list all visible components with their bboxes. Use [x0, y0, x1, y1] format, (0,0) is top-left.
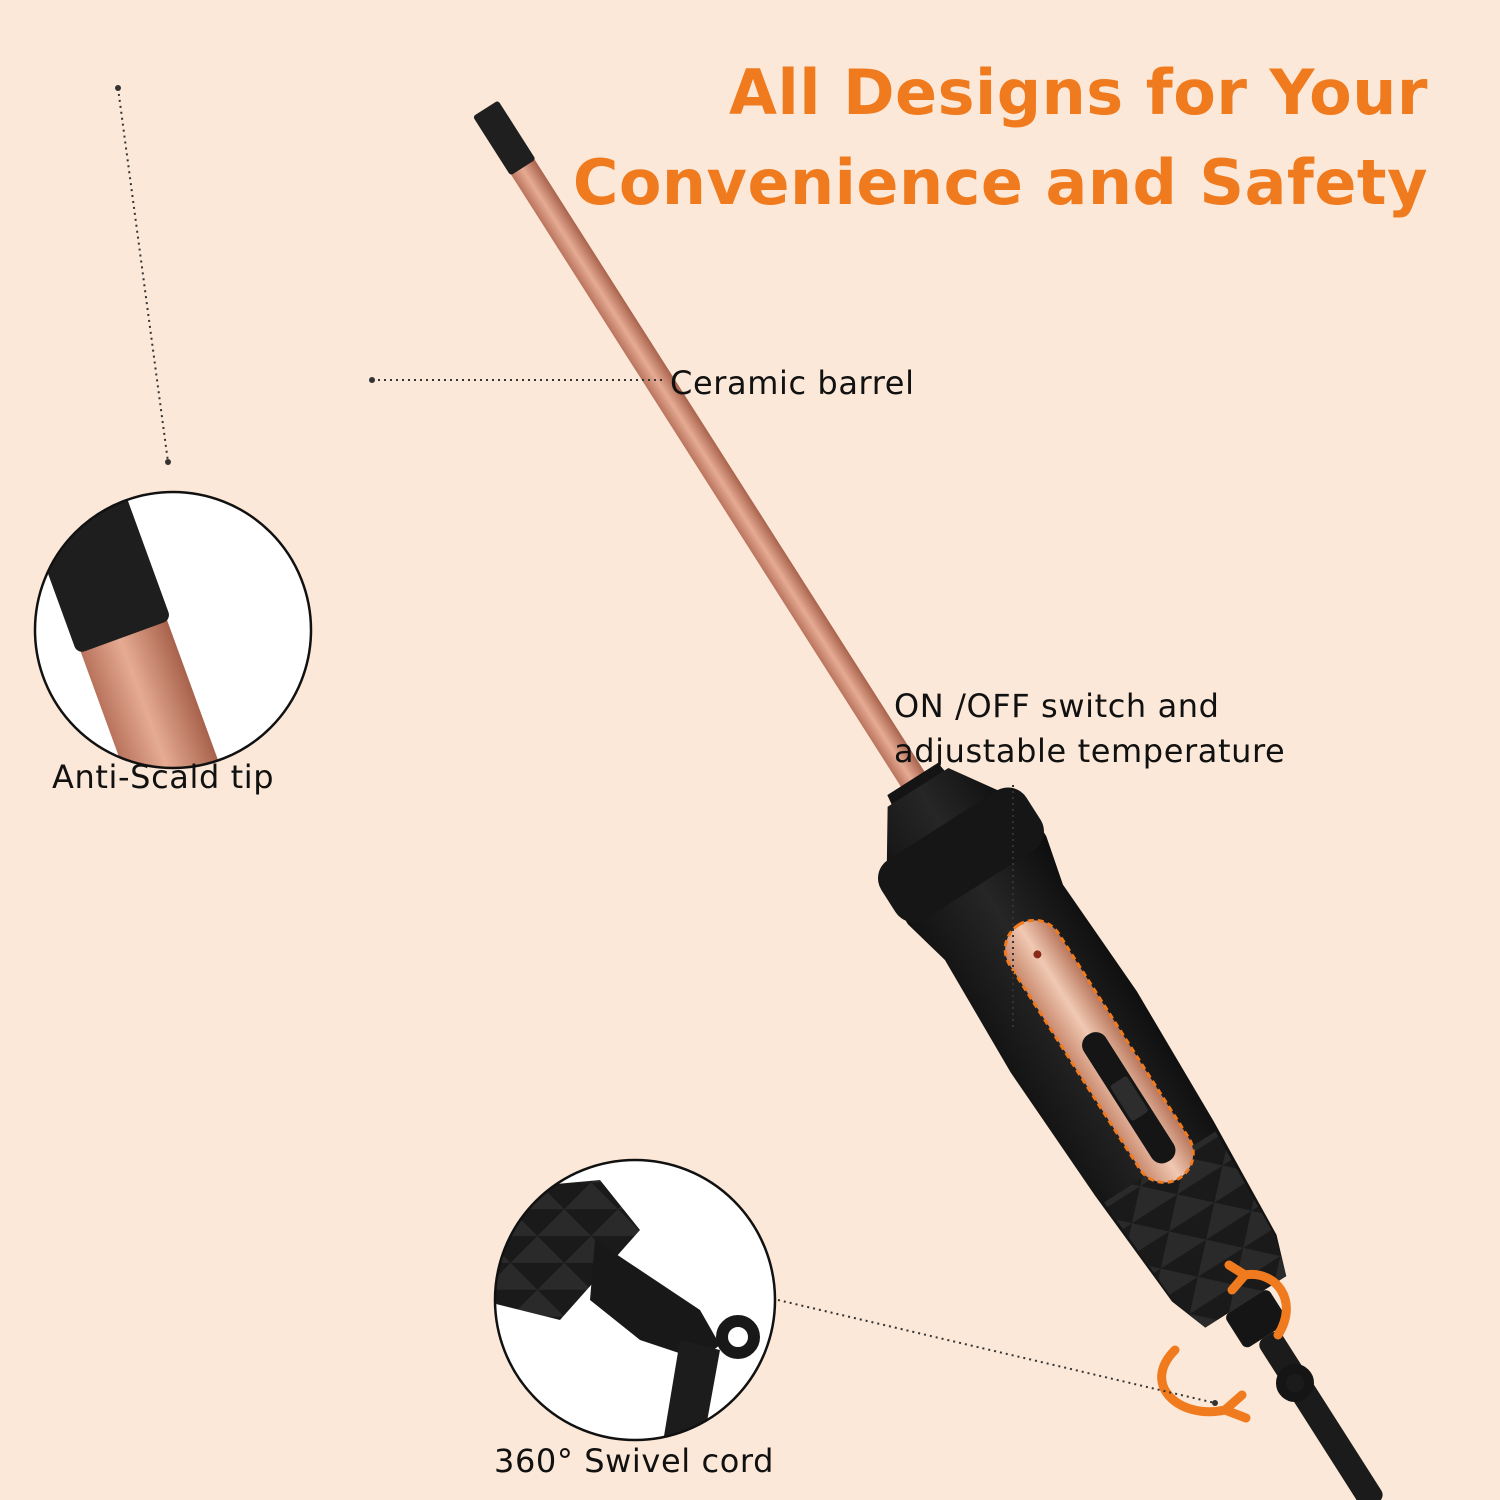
curling-wand — [473, 101, 1383, 1500]
callout-switch-line-1: ON /OFF switch and — [894, 687, 1220, 725]
power-indicator-light — [1033, 950, 1042, 959]
callout-swivel-cord: 360° Swivel cord — [494, 1442, 774, 1480]
handle-cap — [878, 787, 1044, 923]
headline-line-2: Convenience and Safety — [572, 146, 1428, 219]
callout-ceramic-barrel: Ceramic barrel — [670, 364, 915, 402]
leader-cord — [777, 1299, 1216, 1404]
headline-line-1: All Designs for Your — [729, 56, 1428, 129]
callout-leader-dots — [115, 85, 1218, 1406]
rotate-arrows-icon — [1157, 1260, 1291, 1423]
anti-scald-tip — [473, 101, 535, 175]
hang-loop — [1276, 1364, 1314, 1402]
cord-detail-circle — [493, 1158, 777, 1442]
leader-tip — [117, 87, 169, 463]
swivel-joint — [1226, 1290, 1287, 1348]
temperature-slider-knob — [1110, 1076, 1148, 1121]
tip-detail-circle — [33, 490, 313, 770]
ceramic-barrel — [508, 155, 930, 795]
callout-leader-lines — [117, 87, 1216, 1404]
callout-switch-line-2: adjustable temperature — [894, 732, 1286, 770]
callout-anti-scald-tip: Anti-Scald tip — [52, 758, 275, 796]
barrel-collar — [887, 762, 948, 809]
power-cord — [1259, 1331, 1383, 1500]
